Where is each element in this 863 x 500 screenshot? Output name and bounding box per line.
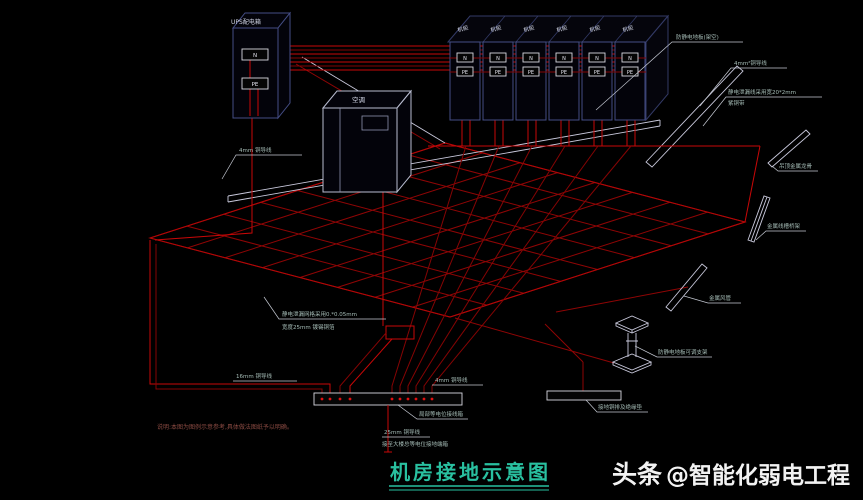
label-wire-25mm: 25mm 铜导线	[382, 428, 430, 438]
ground-pad-icon	[546, 390, 622, 401]
label-cable-tray: 金属线槽桥架	[755, 222, 806, 241]
terminal-n: N	[463, 56, 467, 62]
raised-floor-slab	[227, 119, 661, 203]
terminal-n: N	[595, 56, 599, 62]
label-wire-4mm-left: 4mm 铜导线	[221, 146, 302, 180]
svg-text:机房接地示意图: 机房接地示意图	[390, 460, 551, 484]
svg-text:接地铜排及绝缘垫: 接地铜排及绝缘垫	[598, 403, 643, 411]
svg-text:静电泄漏线采用宽20*2mm: 静电泄漏线采用宽20*2mm	[728, 88, 796, 96]
label-leak-grid: 静电泄漏网格采用0.*0.05mm 宽度25mm 镀锡铜箔	[263, 296, 386, 331]
terminal-pe: PE	[594, 70, 600, 76]
drawing-title: 机房接地示意图	[389, 460, 551, 491]
air-conditioner-unit: 空调	[321, 89, 413, 326]
ups-cabinet-label: UPS配电箱	[231, 18, 261, 26]
label-raised-floor: 防静电地板(架空)	[595, 33, 743, 111]
label-floor-support: 防静电地板可调支架	[634, 345, 712, 358]
svg-text:局部等电位接线箱: 局部等电位接线箱	[419, 410, 464, 418]
svg-text:防静电地板(架空): 防静电地板(架空)	[676, 33, 719, 41]
watermark-handle: @智能化弱电工程	[666, 462, 850, 489]
static-leakage-grid	[150, 143, 745, 317]
terminal-pe: PE	[462, 70, 468, 76]
svg-text:金属风管: 金属风管	[709, 294, 732, 302]
label-ground-pad: 接地铜排及绝缘垫	[585, 399, 648, 413]
label-wire-4mm-bottom: 4mm 铜导线	[432, 376, 483, 386]
watermark-brand: 头条	[612, 460, 663, 489]
drawing-note: 说明:本图为图例示意参考,具体做法图纸予以明确。	[157, 423, 293, 431]
label-air-duct: 金属风管	[683, 294, 741, 304]
svg-text:防静电地板可调支架: 防静电地板可调支架	[658, 348, 708, 356]
svg-text:静电泄漏网格采用0.*0.05mm: 静电泄漏网格采用0.*0.05mm	[282, 310, 357, 318]
cabinet-label: 机柜	[522, 23, 535, 34]
air-duct-icon	[665, 263, 708, 312]
cabinet-label: 机柜	[555, 23, 568, 34]
cabinet-label: 机柜	[621, 23, 634, 34]
svg-text:25mm 铜导线: 25mm 铜导线	[384, 428, 420, 436]
underfloor-bus	[391, 145, 761, 393]
svg-text:宽度25mm 镀锡铜箔: 宽度25mm 镀锡铜箔	[282, 323, 335, 331]
junction-box	[385, 325, 415, 340]
cable-tray-icon	[747, 195, 771, 243]
air-conditioner-label: 空调	[352, 95, 365, 104]
terminal-pe: PE	[561, 70, 567, 76]
ups-terminal-pe: PE	[252, 82, 259, 88]
svg-text:4mm 铜导线: 4mm 铜导线	[435, 376, 468, 384]
terminal-n: N	[628, 56, 632, 62]
terminal-n: N	[496, 56, 500, 62]
ups-terminal-n: N	[253, 53, 257, 59]
svg-text:接至大楼总等电位接地端箱: 接至大楼总等电位接地端箱	[382, 440, 449, 448]
svg-text:金属线槽桥架: 金属线槽桥架	[767, 222, 801, 230]
ups-cabinet: N PE UPS配电箱	[154, 11, 292, 241]
svg-text:16mm 铜导线: 16mm 铜导线	[236, 372, 272, 380]
terminal-pe: PE	[627, 70, 633, 76]
cabinet-top-labels: 机柜 机柜 机柜 机柜 机柜 机柜	[456, 23, 634, 34]
equipotential-busbar	[313, 392, 463, 453]
label-equipotential-box: 局部等电位接线箱	[397, 404, 468, 420]
svg-text:紫铜带: 紫铜带	[728, 99, 745, 107]
terminal-n: N	[562, 56, 566, 62]
svg-text:吊顶金属龙骨: 吊顶金属龙骨	[779, 162, 813, 170]
terminal-n: N	[529, 56, 533, 62]
label-wire-16mm: 16mm 铜导线	[233, 372, 297, 382]
ceiling-keel-icon	[767, 129, 811, 168]
svg-text:4mm²铜导线: 4mm²铜导线	[734, 59, 767, 67]
terminal-pe: PE	[495, 70, 501, 76]
cabinet-terminals: N PE N PE N PE N PE N PE N PE	[456, 52, 639, 77]
svg-text:4mm 铜导线: 4mm 铜导线	[239, 146, 272, 154]
label-ceiling-keel: 吊顶金属龙骨	[771, 162, 818, 172]
cabinet-label: 机柜	[456, 23, 469, 34]
label-leak-strip: 静电泄漏线采用宽20*2mm 紫铜带	[702, 88, 822, 127]
cabinet-label: 机柜	[588, 23, 601, 34]
ground-feeders	[149, 240, 689, 393]
cabinet-label: 机柜	[489, 23, 502, 34]
terminal-pe: PE	[528, 70, 534, 76]
cabinet-row: N PE N PE N PE N PE N PE N PE 机柜 机柜 机柜 机…	[446, 14, 670, 146]
label-to-main-earth: 接至大楼总等电位接地端箱	[382, 440, 449, 448]
label-wire-4mm2: 4mm²铜导线	[699, 59, 787, 107]
floor-support-icon	[611, 315, 653, 374]
watermark: 头条 @智能化弱电工程	[612, 460, 850, 489]
